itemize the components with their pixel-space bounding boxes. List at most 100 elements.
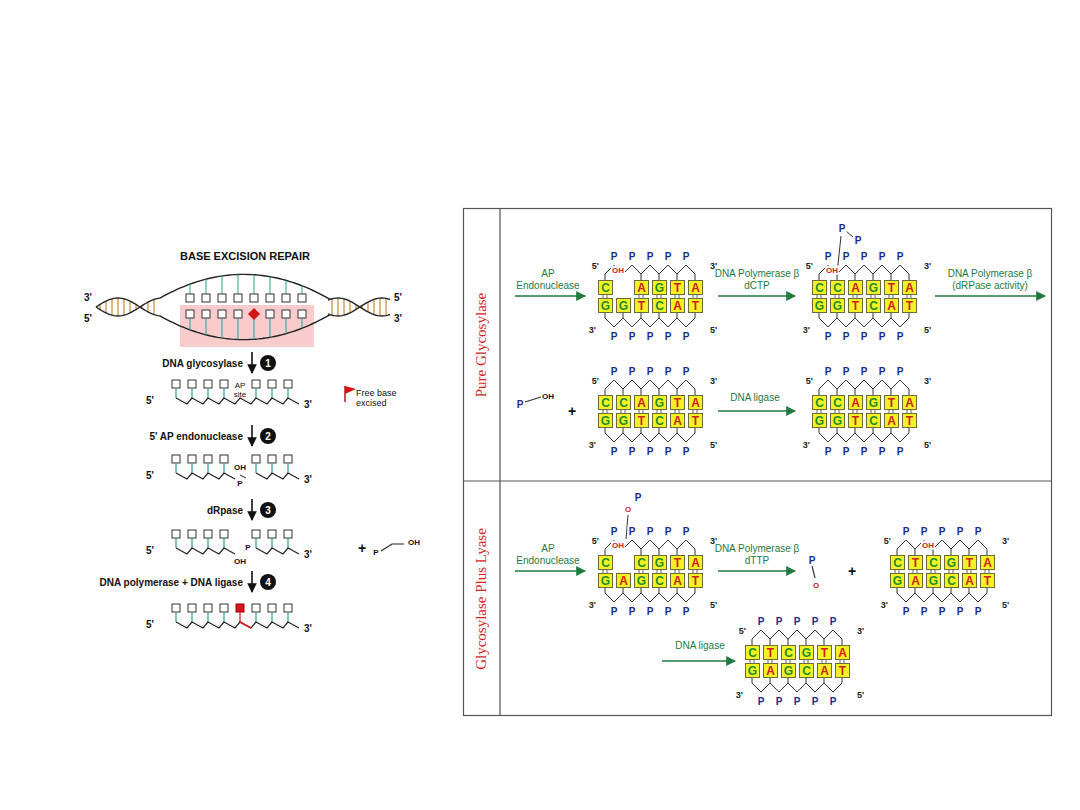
base-letter: G	[784, 665, 793, 677]
base-letter: A	[911, 575, 920, 587]
nucleotide-box: G	[944, 555, 959, 570]
hydrogen-bond	[895, 570, 896, 573]
base-letter: C	[815, 282, 824, 294]
nucleotide-box: A	[902, 395, 917, 410]
phosphate-label: P	[682, 331, 691, 342]
base-letter: A	[838, 647, 847, 659]
base-stick	[641, 428, 642, 433]
hydrogen-bond	[661, 295, 662, 298]
base-letter: C	[869, 415, 878, 427]
hydrogen-bond	[804, 660, 805, 663]
base-stick	[623, 389, 624, 395]
hydrogen-bond	[603, 410, 604, 413]
base-stick	[222, 276, 223, 294]
nucleotide-box: T	[848, 413, 863, 428]
hydrogen-bond	[835, 295, 836, 298]
drp-flap	[846, 231, 853, 237]
hydrogen-bond	[639, 410, 640, 413]
strand-end: 3'	[803, 325, 810, 335]
base-square	[172, 455, 180, 463]
phosphate-label: P	[610, 366, 619, 377]
base-square	[204, 455, 212, 463]
base-square	[218, 294, 226, 302]
released-drp	[381, 544, 404, 551]
plus-sign: +	[848, 563, 856, 579]
phosphate-label: P	[811, 696, 820, 707]
hydrogen-bond	[603, 570, 604, 573]
hydrogen-bond	[821, 295, 822, 298]
nucleotide-box: A	[902, 280, 917, 295]
step-arrow	[935, 295, 1045, 296]
step-arrow	[718, 410, 795, 411]
drp-flap	[837, 236, 841, 274]
phosphate-label: P	[902, 606, 911, 617]
sugar-phosphate-backbone	[752, 683, 842, 692]
base-letter: C	[784, 647, 793, 659]
hydrogen-bond	[953, 570, 954, 573]
phosphate-label: P	[628, 366, 637, 377]
base-letter: G	[869, 282, 878, 294]
phosphate-label: P	[516, 399, 525, 410]
base-stick	[677, 274, 678, 280]
phosphate-label: P	[646, 331, 655, 342]
base-stick	[223, 463, 224, 473]
base-stick	[659, 549, 660, 555]
base-stick	[286, 318, 287, 334]
base-letter: T	[638, 300, 645, 312]
base-letter: A	[691, 397, 700, 409]
phosphate-label: P	[878, 331, 887, 342]
step-label: DNA Polymerase β dTTP	[710, 543, 805, 567]
hydrogen-bond	[835, 410, 836, 413]
callout-number: 4	[265, 577, 271, 588]
nucleotide-box: C	[598, 555, 613, 570]
step-disc	[260, 355, 276, 371]
phosphate-label: P	[793, 696, 802, 707]
base-square	[252, 380, 260, 388]
helix-rung	[111, 299, 112, 315]
hydrogen-bond	[971, 570, 972, 573]
nucleotide-box: C	[781, 645, 796, 660]
phosphate-label: P	[824, 366, 833, 377]
nucleotide-box: C	[926, 555, 941, 570]
base-letter: A	[887, 415, 896, 427]
base-stick	[855, 274, 856, 280]
base-square	[268, 380, 276, 388]
sugar-phosphate-backbone	[605, 380, 695, 389]
group-label: P	[236, 479, 243, 488]
base-square	[252, 455, 260, 463]
base-stick	[641, 588, 642, 593]
base-letter: C	[619, 397, 628, 409]
base-stick	[842, 678, 843, 683]
strand-end: 3'	[924, 376, 931, 386]
base-letter: C	[893, 557, 902, 569]
hydrogen-bond	[754, 660, 755, 663]
hydrogen-bond	[661, 410, 662, 413]
nucleotide-box: G	[634, 573, 649, 588]
base-letter: T	[984, 575, 991, 587]
step-label: DNA glycosylase	[162, 358, 243, 369]
base-stick	[605, 389, 606, 395]
base-stick	[752, 678, 753, 683]
nucleotide-box: G	[926, 573, 941, 588]
nucleotide-box: C	[944, 573, 959, 588]
helix-strand	[328, 298, 390, 316]
phosphate-label: P	[682, 446, 691, 457]
released-drp	[525, 397, 541, 402]
base-stick	[659, 428, 660, 433]
base-stick	[287, 538, 288, 548]
base-letter: A	[905, 397, 914, 409]
base-square	[172, 380, 180, 388]
strand-end: 3'	[736, 690, 743, 700]
base-stick	[695, 274, 696, 280]
hydrogen-bond	[989, 570, 990, 573]
hydrogen-bond	[675, 410, 676, 413]
hydrogen-bond	[657, 570, 658, 573]
hydroxyl-label: OH	[825, 266, 839, 275]
strand-end: 5'	[146, 470, 154, 481]
hydrogen-bond	[949, 570, 950, 573]
base-letter: G	[655, 282, 664, 294]
base-stick	[175, 612, 176, 622]
base-stick	[897, 588, 898, 593]
phosphate-label: P	[664, 366, 673, 377]
base-letter: A	[965, 575, 974, 587]
